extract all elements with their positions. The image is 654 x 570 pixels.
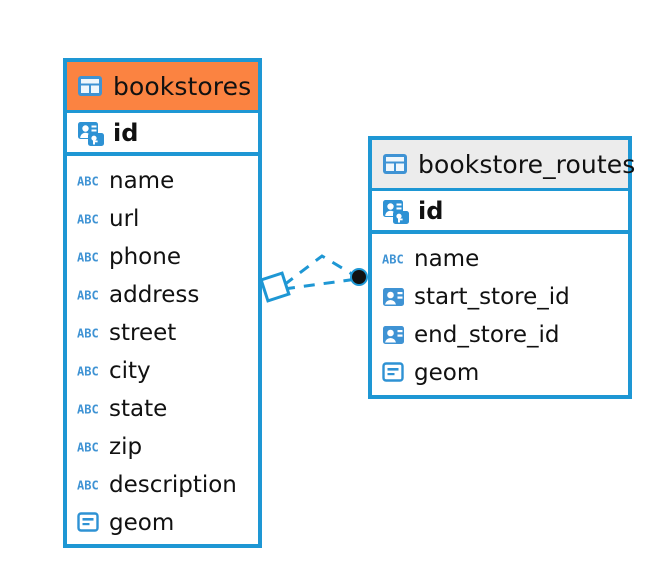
svg-text:ABC: ABC (77, 327, 99, 341)
abc-icon: ABC (77, 478, 101, 493)
primary-key-label: id (418, 196, 444, 225)
relationship-line-lower (283, 277, 358, 291)
entity-title: bookstores (113, 71, 252, 101)
abc-icon: ABC (77, 402, 101, 417)
primary-key-row-bookstores[interactable]: id (67, 110, 258, 156)
primary-key-label: id (113, 118, 139, 147)
abc-icon: ABC (77, 212, 101, 227)
field-label: zip (109, 434, 143, 460)
field-label: name (414, 246, 480, 272)
field-row[interactable]: end_store_id (372, 316, 628, 354)
primary-key-icon (77, 119, 105, 147)
field-row[interactable]: ABC url (67, 200, 258, 238)
field-label: state (109, 396, 168, 422)
primary-key-icon (382, 197, 410, 225)
field-row[interactable]: ABC state (67, 390, 258, 428)
relationship-source-diamond-icon (259, 271, 291, 303)
field-label: start_store_id (414, 284, 570, 310)
abc-icon: ABC (77, 326, 101, 341)
field-label: end_store_id (414, 322, 560, 348)
table-icon (77, 75, 103, 97)
field-row[interactable]: ABC city (67, 352, 258, 390)
field-row[interactable]: ABC zip (67, 428, 258, 466)
field-label: geom (414, 360, 480, 386)
entity-table-bookstores[interactable]: bookstores id (63, 58, 262, 548)
abc-icon: ABC (77, 364, 101, 379)
svg-text:ABC: ABC (77, 289, 99, 303)
field-label: street (109, 320, 177, 346)
field-row[interactable]: ABC address (67, 276, 258, 314)
field-row[interactable]: ABC name (67, 162, 258, 200)
relationship-target-circle-icon (350, 268, 368, 286)
geometry-icon (382, 362, 406, 384)
field-row[interactable]: ABC description (67, 466, 258, 504)
entity-title: bookstore_routes (418, 149, 636, 179)
foreign-key-icon (382, 324, 406, 346)
entity-header-bookstore-routes[interactable]: bookstore_routes (372, 140, 635, 188)
svg-text:ABC: ABC (77, 441, 99, 455)
field-label: geom (109, 510, 175, 536)
table-icon (382, 153, 408, 175)
field-list-bookstores: ABC name ABC url ABC p (67, 156, 258, 550)
abc-icon: ABC (77, 288, 101, 303)
svg-text:ABC: ABC (77, 479, 99, 493)
svg-text:ABC: ABC (77, 175, 99, 189)
svg-text:ABC: ABC (77, 365, 99, 379)
relationship-line-upper (283, 254, 358, 287)
field-row[interactable]: ABC name (372, 240, 628, 278)
field-row[interactable]: ABC phone (67, 238, 258, 276)
geometry-icon (77, 512, 101, 534)
field-row[interactable]: ABC street (67, 314, 258, 352)
field-label: description (109, 472, 237, 498)
entity-table-bookstore-routes[interactable]: bookstore_routes id (368, 136, 635, 400)
abc-icon: ABC (77, 440, 101, 455)
field-row[interactable]: geom (67, 504, 258, 542)
field-label: city (109, 358, 151, 384)
svg-text:ABC: ABC (77, 213, 99, 227)
field-label: url (109, 206, 140, 232)
field-list-bookstore-routes: ABC name start_store_id (372, 234, 628, 400)
svg-text:ABC: ABC (382, 253, 404, 267)
svg-text:ABC: ABC (77, 403, 99, 417)
abc-icon: ABC (77, 250, 101, 265)
field-label: name (109, 168, 175, 194)
foreign-key-icon (382, 286, 406, 308)
field-label: address (109, 282, 200, 308)
svg-text:ABC: ABC (77, 251, 99, 265)
field-label: phone (109, 244, 181, 270)
abc-icon: ABC (77, 174, 101, 189)
entity-header-bookstores[interactable]: bookstores (67, 62, 258, 110)
primary-key-row-bookstore-routes[interactable]: id (372, 188, 628, 234)
field-row[interactable]: start_store_id (372, 278, 628, 316)
abc-icon: ABC (382, 252, 406, 267)
field-row[interactable]: geom (372, 354, 628, 392)
